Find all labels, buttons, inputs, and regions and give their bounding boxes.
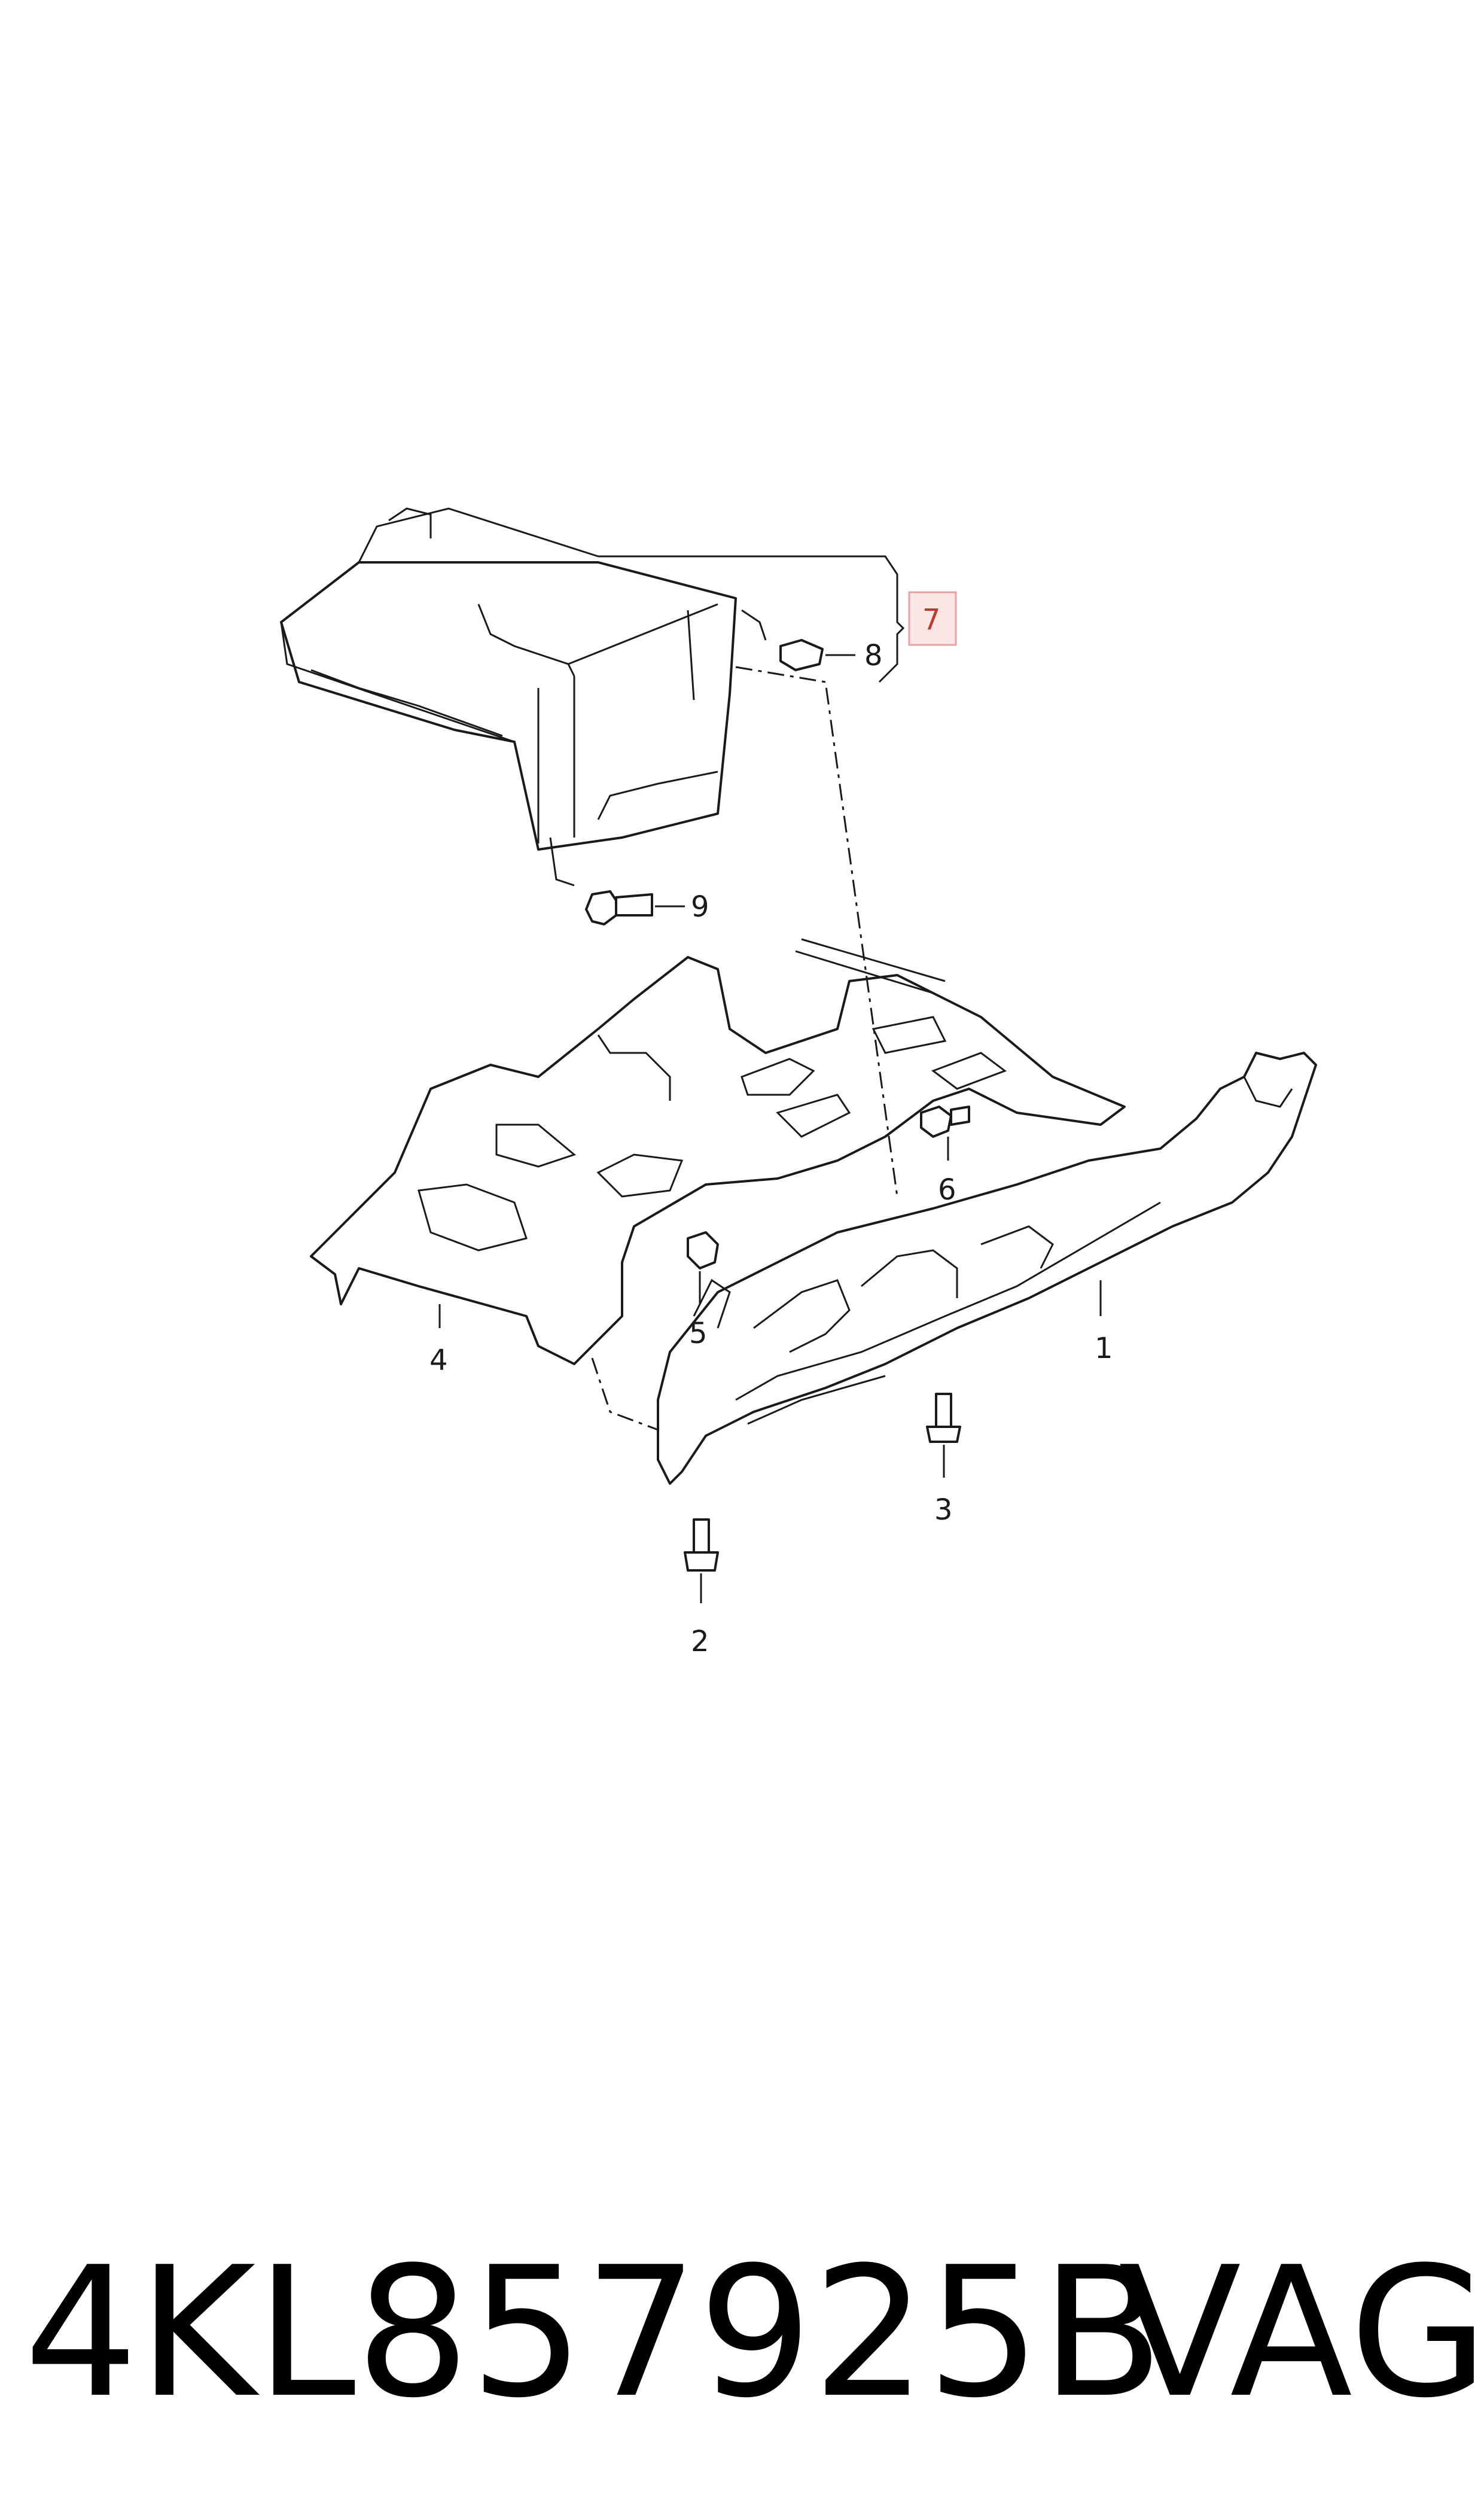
group-bracket [598, 555, 905, 908]
leader-lines [438, 1137, 1102, 1603]
nut-part-5 [687, 1231, 719, 1269]
callout-5: 5 [689, 1317, 708, 1350]
brand-label: VAG [1119, 2228, 1484, 2437]
screw-part-6 [920, 1106, 970, 1138]
side-trim-panel [657, 1052, 1317, 1485]
screw-part-3 [926, 1393, 961, 1443]
screw-part-2 [684, 1518, 719, 1572]
part-number: 4KL857925B [24, 2228, 1164, 2437]
callout-4: 4 [429, 1344, 448, 1377]
callout-9: 9 [691, 890, 709, 924]
lower-trim-panel [310, 938, 1126, 1365]
bolt-part-9 [585, 890, 653, 925]
callout-6: 6 [938, 1173, 956, 1207]
callout-7-highlight-box [908, 591, 957, 646]
callout-3: 3 [934, 1493, 953, 1527]
glovebox-housing [280, 507, 767, 887]
callout-2: 2 [691, 1625, 709, 1658]
callout-1: 1 [1095, 1332, 1113, 1365]
assembly-lines [591, 666, 898, 1431]
callout-8: 8 [864, 639, 883, 672]
callout-7: 7 [922, 603, 941, 637]
clip-part-8 [779, 639, 824, 671]
